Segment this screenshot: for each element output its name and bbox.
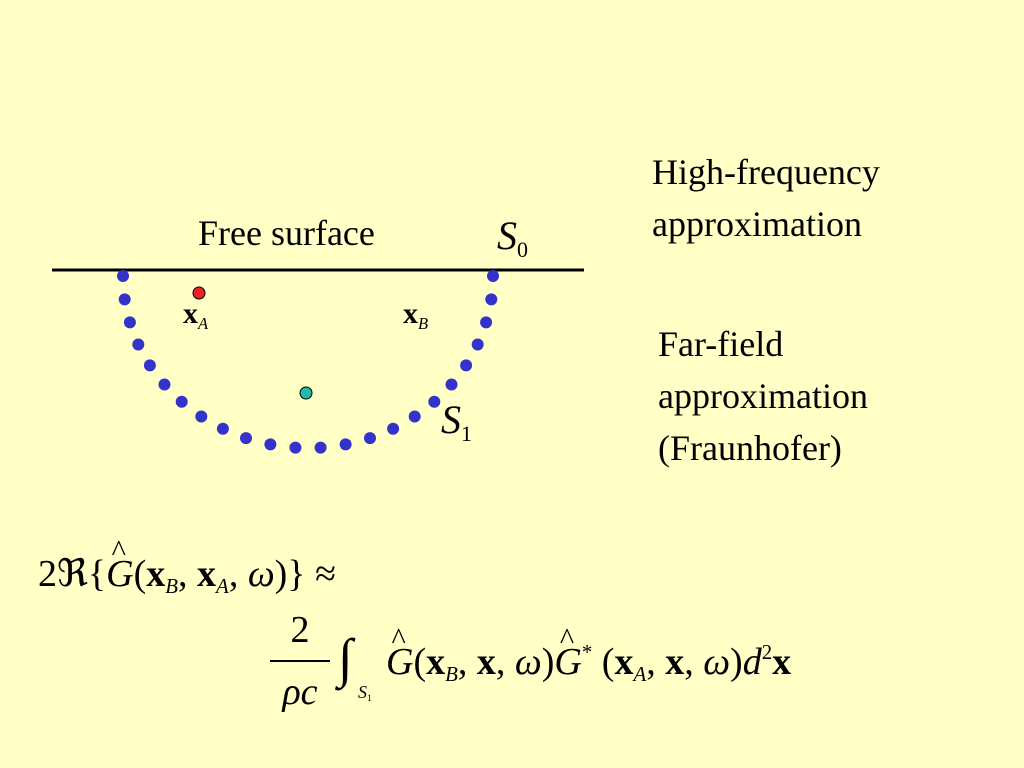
eq-rhs-open: (: [413, 641, 427, 683]
eq-integral-sub: S1: [358, 682, 372, 704]
s1-label: S1: [441, 396, 472, 446]
eq-G-hat: G: [106, 533, 133, 598]
eq-rhs-xB: x: [426, 641, 446, 683]
eq-frac-num: 2: [290, 609, 310, 651]
xB-label: xB: [403, 296, 429, 333]
eq-xA-sub: A: [216, 574, 229, 599]
boundary-dot: [480, 316, 493, 329]
eq-lhs-close: )}: [274, 553, 306, 595]
eq-rhs-comma-3: ,: [646, 641, 656, 683]
xA-label: xA: [183, 296, 209, 333]
boundary-dot: [132, 338, 145, 351]
eq-rhs-x-2: x: [665, 641, 685, 683]
eq-fraction: 2 ρc: [270, 608, 330, 728]
eq-xB: x: [146, 553, 166, 595]
eq-xB-sub: B: [165, 574, 179, 599]
far-field-line-3: (Fraunhofer): [658, 428, 842, 468]
eq-integral: ∫: [338, 626, 353, 691]
eq-rhs-d: d: [742, 641, 762, 683]
s0-sub: 0: [517, 236, 528, 262]
eq-comma-2: ,: [228, 553, 239, 595]
high-frequency-line-2: approximation: [652, 204, 862, 244]
eq-int-S: S: [358, 682, 367, 702]
xA-point: [192, 286, 206, 300]
far-field-line-2: approximation: [658, 376, 868, 416]
eq-rhs-comma-1: ,: [457, 641, 468, 683]
boundary-dot: [143, 359, 156, 372]
eq-rhs-xB-sub: B: [445, 662, 458, 687]
eq-rhs-star: *: [581, 640, 593, 665]
boundary-dot: [485, 293, 498, 306]
boundary-dot: [240, 432, 252, 445]
eq-rhs-omega-2: ω: [703, 641, 731, 683]
boundary-dot: [216, 422, 229, 435]
high-frequency-line-1: High-frequency: [652, 152, 880, 192]
eq-rhs-G-hat: G: [386, 621, 413, 686]
boundary-dot: [314, 441, 327, 454]
eq-rhs-omega: ω: [514, 641, 542, 683]
boundary-dot: [264, 438, 277, 451]
boundary-dot: [123, 316, 136, 329]
eq-rhs-close-2: ): [730, 641, 743, 683]
eq-rhs-close: ): [541, 641, 555, 683]
xA-sub: A: [198, 313, 209, 333]
eq-rhs-comma-2: ,: [495, 641, 506, 683]
eq-rhs-two: 2: [761, 640, 773, 665]
xB-main: x: [403, 297, 418, 330]
boundary-dots: [117, 270, 499, 454]
eq-rhs-open-2: (: [601, 641, 615, 683]
boundary-dot: [195, 410, 208, 423]
eq-approx: ≈: [315, 553, 336, 595]
boundary-dot: [118, 293, 131, 306]
far-field-note: Far-field approximation (Fraunhofer): [658, 318, 868, 474]
center-point: [299, 386, 313, 400]
eq-rhs-Gstar-hat: G: [554, 621, 581, 686]
eq-rhs-x-3: x: [772, 641, 792, 683]
boundary-dot: [175, 395, 188, 408]
boundary-dot: [487, 270, 499, 282]
eq-int-1: 1: [367, 693, 372, 705]
xB-sub: B: [418, 313, 429, 333]
eq-rhs-comma-4: ,: [684, 641, 694, 683]
s0-main: S: [497, 213, 517, 258]
boundary-dot: [471, 338, 484, 351]
eq-rhs-xA: x: [614, 641, 634, 683]
s0-label: S0: [497, 212, 528, 262]
boundary-dot: [339, 438, 352, 451]
boundary-dot: [117, 270, 129, 282]
eq-frac-bar: [270, 660, 330, 662]
eq-comma-1: ,: [178, 553, 188, 595]
eq-frac-den: ρc: [282, 671, 318, 713]
eq-open: (: [133, 553, 147, 595]
boundary-dot: [387, 422, 400, 435]
high-frequency-note: High-frequency approximation: [652, 146, 880, 250]
boundary-dot: [428, 395, 441, 408]
equation-rhs: G(xB, x, ω)G* (xA, x, ω)d2x: [386, 621, 792, 687]
xA-main: x: [183, 297, 198, 330]
boundary-dot: [408, 410, 421, 423]
boundary-dot: [158, 378, 171, 391]
boundary-dot: [289, 441, 302, 454]
equation-lhs: 2ℜ{G(xB, xA, ω)} ≈: [38, 533, 336, 599]
eq-prefix: 2ℜ{: [38, 553, 107, 595]
eq-xA: x: [197, 553, 217, 595]
s1-main: S: [441, 397, 461, 442]
eq-rhs-xA-sub: A: [633, 662, 647, 687]
boundary-dot: [460, 359, 473, 372]
s1-sub: 1: [461, 420, 472, 446]
far-field-line-1: Far-field: [658, 324, 784, 364]
free-surface-label: Free surface: [198, 213, 375, 253]
boundary-dot: [445, 378, 458, 391]
eq-integral-sign: ∫: [338, 628, 353, 688]
eq-omega: ω: [247, 553, 275, 595]
eq-rhs-x: x: [476, 641, 496, 683]
boundary-dot: [364, 432, 376, 445]
